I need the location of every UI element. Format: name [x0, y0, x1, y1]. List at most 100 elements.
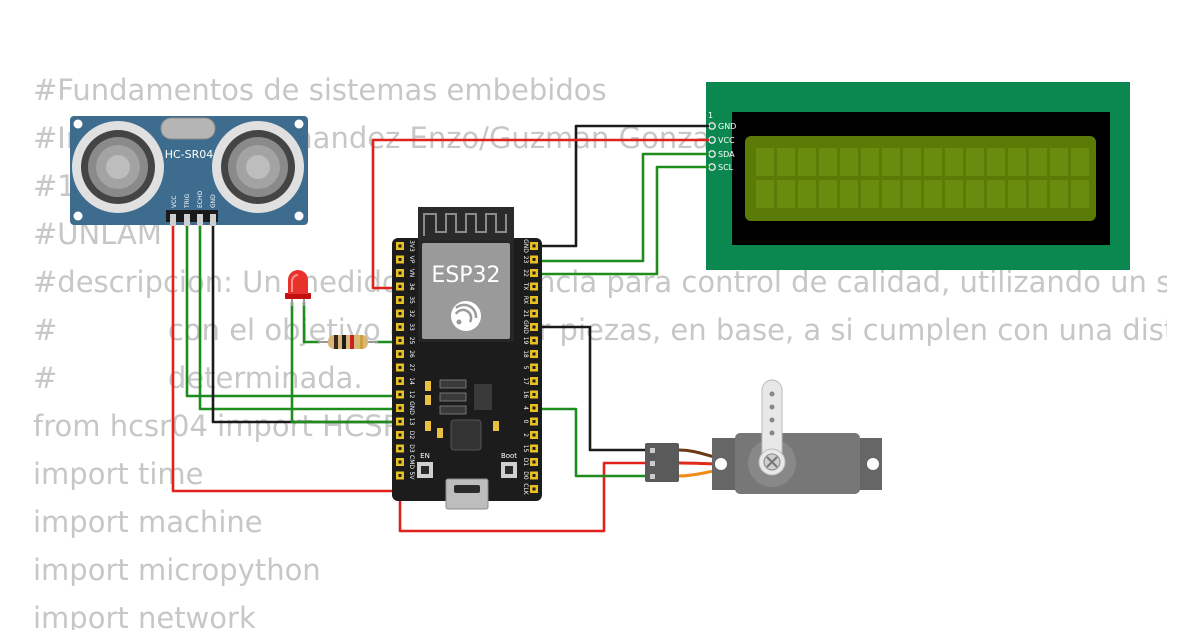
wire-led-gnd[interactable]	[290, 302, 399, 424]
wire-servo-vcc[interactable]	[398, 461, 650, 533]
esp32-pin-left[interactable]: CMD	[396, 455, 415, 469]
esp32-pin-label: 5V	[408, 472, 415, 481]
sensor-pin-trig[interactable]	[184, 214, 190, 226]
esp32-pin-right[interactable]: GND	[522, 239, 538, 253]
esp32-pin-left[interactable]: VN	[396, 269, 415, 278]
esp32-pin-left[interactable]: 5V	[396, 471, 415, 481]
esp32-pin-right[interactable]: 22	[522, 269, 538, 277]
wire-led-resistor[interactable]	[302, 302, 320, 344]
servo-motor[interactable]	[645, 379, 882, 494]
esp32-cap-1	[425, 381, 431, 391]
sensor-pin-gnd[interactable]	[210, 214, 216, 226]
esp32-pin-left[interactable]: 35	[396, 296, 415, 304]
esp32-pin-left[interactable]: 25	[396, 336, 415, 345]
esp32-button-boot[interactable]	[501, 462, 517, 478]
esp32-pin-label: 17	[522, 377, 529, 385]
resistor[interactable]	[318, 335, 378, 349]
esp32-pin-left[interactable]: 32	[396, 309, 415, 318]
esp32-pin-right[interactable]: 5	[522, 363, 538, 372]
lcd-char-cell	[840, 180, 858, 208]
lcd-pin-label: SCL	[718, 163, 734, 172]
esp32-pin-right[interactable]: 15	[522, 444, 538, 453]
esp32-pin-right[interactable]: RX	[522, 296, 538, 304]
esp32-label: ESP32	[431, 263, 500, 288]
wire-lcd-gnd[interactable]	[540, 124, 709, 248]
esp32-pin-left[interactable]: 3V3	[396, 240, 415, 252]
wire-sensor-echo[interactable]	[198, 225, 399, 411]
lcd-char-cell	[756, 180, 774, 208]
wire-servo-gnd[interactable]	[540, 325, 650, 452]
esp32-pin-left[interactable]: 34	[396, 282, 415, 291]
esp32-pin-right[interactable]: 17	[522, 377, 538, 385]
lcd-pin-label: GND	[718, 122, 736, 131]
sensor-label: HC-SR04	[165, 148, 214, 161]
esp32-pin-right[interactable]: 18	[522, 350, 538, 358]
esp32-pin-right[interactable]: 0	[522, 417, 538, 426]
lcd-char-cell	[1050, 148, 1068, 176]
esp32-pin-left[interactable]: 14	[396, 377, 415, 385]
esp32-pin-right[interactable]: 2	[522, 431, 538, 439]
esp32-pin-right[interactable]: CLK	[522, 483, 538, 496]
lcd-char-cell	[819, 180, 837, 208]
red-led[interactable]	[285, 270, 311, 306]
sensor-pin-vcc[interactable]	[170, 214, 176, 226]
lcd-char-cell	[903, 148, 921, 176]
esp32-pin-left[interactable]: GND	[396, 401, 415, 415]
lcd-char-cell	[777, 180, 795, 208]
esp32-pin-right[interactable]: 23	[522, 255, 538, 264]
esp32-button-en[interactable]	[417, 462, 433, 478]
sensor-mount-hole	[294, 211, 304, 221]
lcd-pin-gnd[interactable]: GND	[708, 122, 737, 131]
sensor-pin-echo[interactable]	[197, 214, 203, 226]
esp32-pin-left[interactable]: 12	[396, 390, 415, 399]
sensor-pin-label-echo: ECHO	[197, 191, 204, 208]
esp32-pin-left[interactable]: 33	[396, 323, 415, 331]
esp32-pin-left[interactable]: D2	[396, 431, 415, 440]
esp32-pin-right[interactable]: 19	[522, 336, 538, 345]
lcd-pin-scl[interactable]: SCL	[708, 163, 734, 172]
esp32-pin-label: 27	[408, 364, 415, 372]
servo-connector-pin	[650, 461, 655, 466]
wire-servo-signal[interactable]	[540, 407, 650, 478]
wire-lcd-sda[interactable]	[540, 152, 709, 263]
lcd-char-cell	[777, 148, 795, 176]
sensor-transducer-left	[72, 121, 164, 213]
lcd-char-cell	[861, 180, 879, 208]
esp32-pin-left[interactable]: 13	[396, 417, 415, 426]
wire-lcd-scl[interactable]	[540, 165, 709, 276]
lcd-display[interactable]: 1 GND VCC SDA SCL	[706, 82, 1130, 270]
wire-sensor-trig[interactable]	[185, 225, 399, 398]
lcd-char-cell	[945, 148, 963, 176]
esp32-pin-label: 26	[408, 350, 415, 358]
esp32-pin-label: 13	[408, 418, 415, 426]
esp32-pin-left[interactable]: 26	[396, 350, 415, 358]
wire-sensor-vcc[interactable]	[171, 225, 399, 493]
wire-sensor-gnd[interactable]	[211, 225, 399, 424]
esp32-pin-right[interactable]: TX	[522, 282, 538, 291]
esp32-pin-left[interactable]: 27	[396, 363, 415, 372]
esp32-pin-right[interactable]: D1	[522, 458, 538, 467]
esp32-usb-port[interactable]	[445, 478, 489, 510]
lcd-pin-sda[interactable]: SDA	[708, 150, 735, 159]
esp32-pin-label: GND	[408, 401, 415, 415]
wire-lcd-vcc[interactable]	[371, 138, 709, 290]
lcd-char-cell	[924, 180, 942, 208]
esp32-pin-left[interactable]: VP	[396, 255, 415, 264]
esp32-pin-right[interactable]: 4	[522, 404, 538, 412]
esp32-pin-left[interactable]: D3	[396, 444, 415, 453]
esp32-pin-right[interactable]: D0	[522, 471, 538, 480]
lcd-char-cell	[882, 180, 900, 208]
ultrasonic-sensor[interactable]: HC-SR04 VCC TRIG ECHO GND	[70, 116, 308, 226]
esp32-pin-right[interactable]: 21	[522, 309, 538, 318]
esp32-pin-right[interactable]: 16	[522, 390, 538, 399]
lcd-pin-vcc[interactable]: VCC	[708, 136, 735, 145]
esp32-pin-label: 0	[522, 420, 529, 424]
sensor-mount-hole	[73, 119, 83, 129]
esp32-pins: 3V3VPVN343532332526271412GND13D2D3CMD5VG…	[396, 239, 538, 496]
esp32-pin-label: 16	[522, 391, 529, 399]
lcd-pin-label: VCC	[718, 136, 735, 145]
servo-horn-hole	[769, 430, 775, 436]
esp32-pin-right[interactable]: GND	[522, 320, 538, 334]
esp32-button-boot-label: Boot	[501, 452, 517, 460]
